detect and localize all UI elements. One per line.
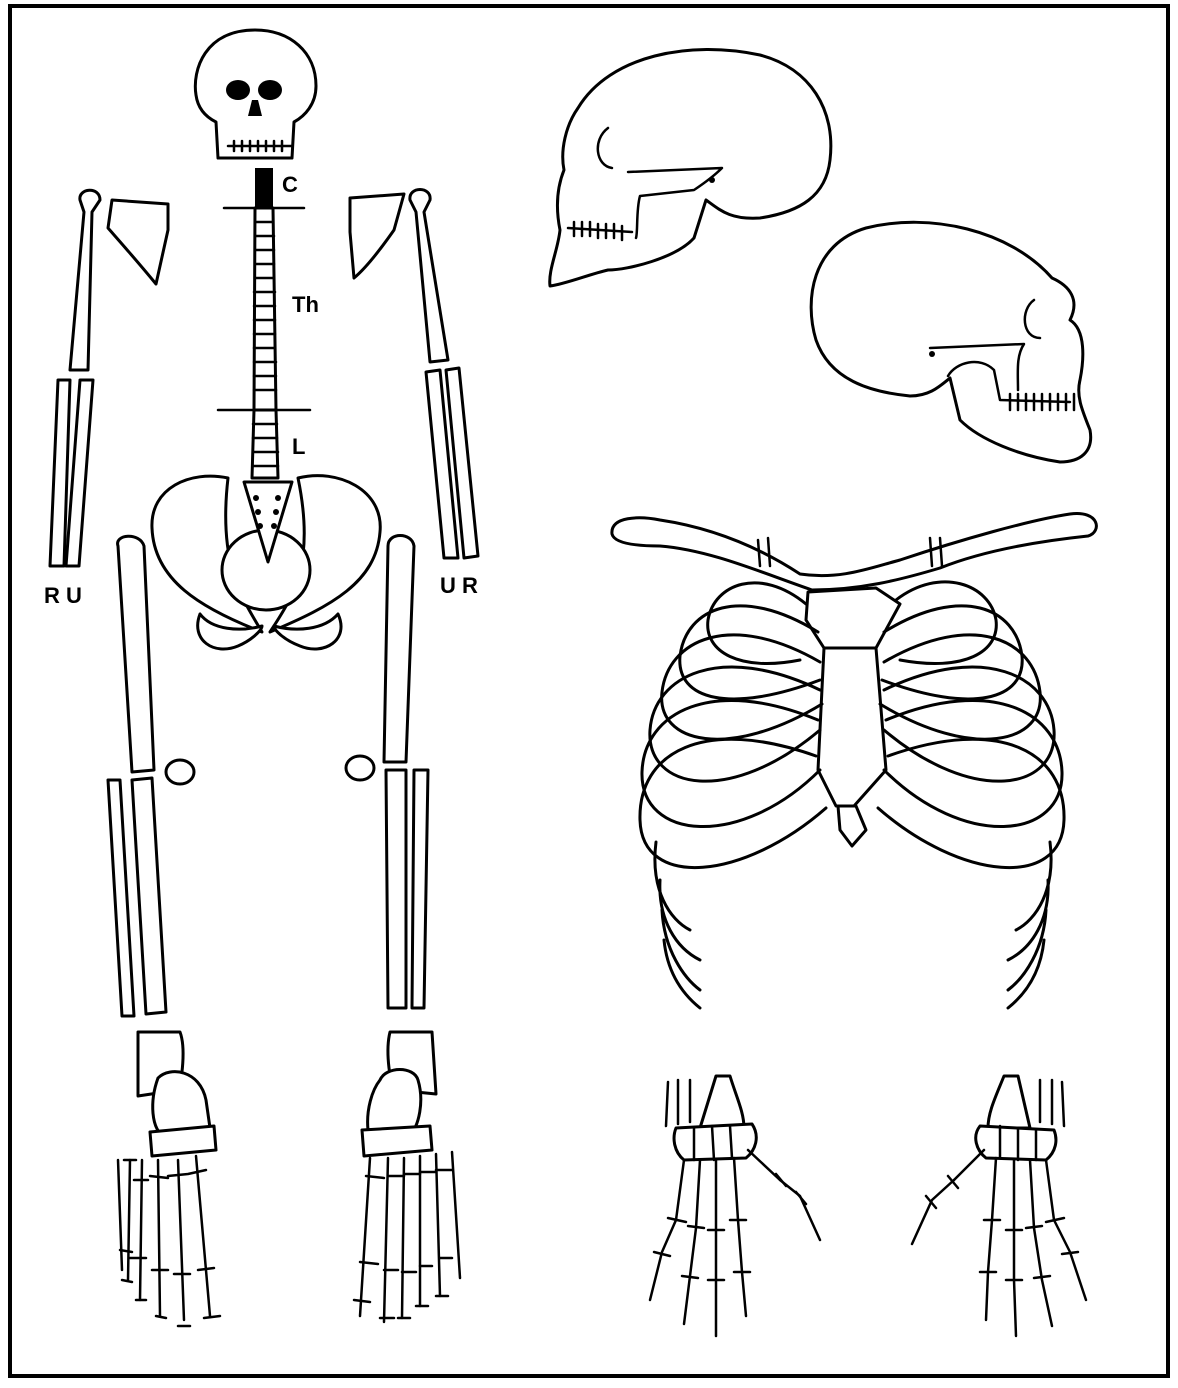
right-scapula: [350, 194, 404, 278]
left-femur: [118, 536, 154, 772]
left-scapula: [108, 200, 168, 284]
label-lumbar: L: [292, 434, 305, 459]
frontal-skull: [195, 30, 316, 158]
left-patella: [166, 760, 194, 784]
vertebral-column: [218, 168, 310, 478]
label-left-forearm: R U: [44, 583, 82, 608]
left-ribs: [640, 583, 826, 1008]
label-right-forearm: U R: [440, 573, 478, 598]
right-patella: [346, 756, 374, 780]
lumbar-vertebrae: [252, 410, 278, 478]
left-foot: [118, 1032, 220, 1326]
label-cervical: C: [282, 172, 298, 197]
right-femur: [384, 536, 414, 763]
clavicles: [612, 514, 1096, 590]
thoracic-vertebrae: [254, 208, 276, 410]
right-ribs: [878, 582, 1064, 1008]
sternum: [806, 588, 900, 846]
lateral-skull-right-facing: [811, 222, 1091, 462]
right-tibia: [386, 770, 406, 1008]
left-arm: [50, 190, 168, 566]
right-fibula: [412, 770, 428, 1008]
right-foot: [354, 1032, 460, 1322]
right-hand: [912, 1076, 1086, 1336]
cervical-vertebrae: [255, 168, 273, 208]
left-humerus: [70, 190, 100, 370]
left-leg: [108, 536, 194, 1016]
lateral-skull-left-facing: [550, 49, 831, 286]
label-thoracic: Th: [292, 292, 319, 317]
pelvis: [152, 476, 380, 649]
right-leg: [346, 536, 428, 1009]
left-fibula: [108, 780, 134, 1016]
right-humerus: [410, 190, 448, 363]
left-hand: [650, 1076, 820, 1336]
left-tibia: [132, 778, 166, 1014]
